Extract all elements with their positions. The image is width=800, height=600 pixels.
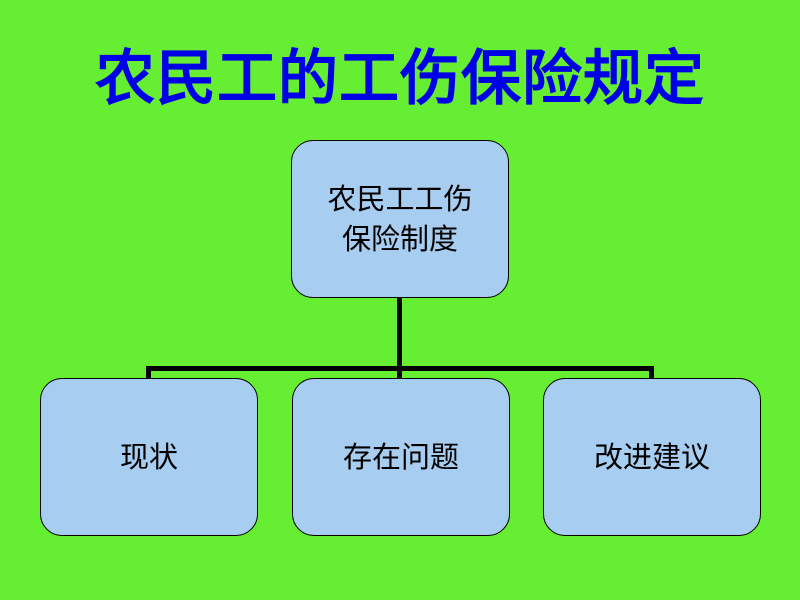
child-node-problems: 存在问题 xyxy=(292,378,510,536)
connector-child-1 xyxy=(146,366,151,379)
connector-child-2 xyxy=(397,366,402,379)
child-node-status: 现状 xyxy=(40,378,258,536)
child-node-label: 存在问题 xyxy=(342,440,459,474)
child-node-label: 改进建议 xyxy=(593,440,710,474)
child-node-suggestions: 改进建议 xyxy=(543,378,761,536)
connector-child-3 xyxy=(649,366,654,379)
connector-root-down xyxy=(397,298,402,368)
root-node: 农民工工伤 保险制度 xyxy=(291,140,509,298)
slide-title: 农民工的工伤保险规定 xyxy=(95,44,705,114)
child-node-label: 现状 xyxy=(119,440,178,474)
root-node-label: 农民工工伤 保险制度 xyxy=(327,182,473,256)
